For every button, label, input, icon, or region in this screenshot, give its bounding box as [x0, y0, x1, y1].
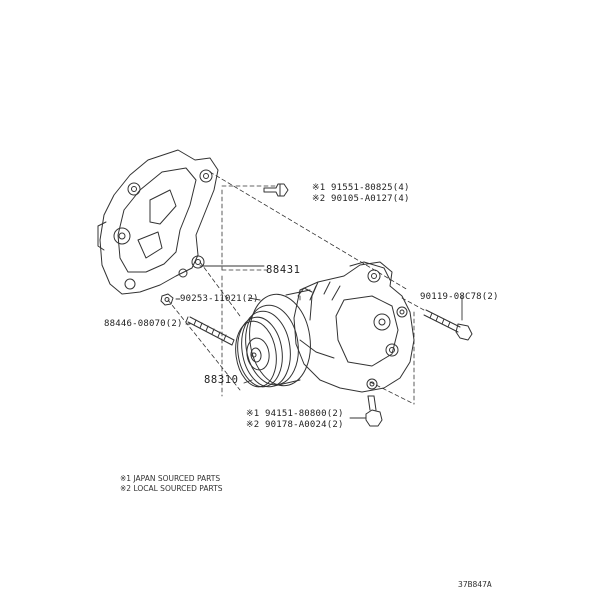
part-label-bolt-top-local: ※2 90105-A0127(4)	[312, 194, 410, 204]
part-label-bracket: 88431	[266, 264, 301, 276]
bolt-bottom-illustration	[365, 395, 383, 427]
projection-lines	[167, 171, 425, 405]
part-label-stud: 88446-08070(2)	[104, 319, 183, 329]
compressor-illustration	[235, 261, 415, 393]
stud-illustration	[185, 316, 235, 346]
part-label-bolt-right: 90119-08C78(2)	[420, 292, 499, 302]
bolt-top-illustration	[263, 183, 289, 197]
part-label-bolt-top-japan: ※1 91551-80825(4)	[312, 183, 410, 193]
bracket-illustration	[97, 149, 219, 295]
legend-local-sourced: ※2 LOCAL SOURCED PARTS	[120, 484, 223, 493]
part-label-compressor: 88310	[204, 374, 239, 386]
legend-japan-sourced: ※1 JAPAN SOURCED PARTS	[120, 474, 221, 483]
part-label-bolt-bottom-local: ※2 90178-A0024(2)	[246, 420, 344, 430]
part-label-nut: 90253-11021(2)	[180, 294, 259, 304]
illustration-code: 37B847A	[458, 580, 492, 589]
leader-lines	[175, 265, 463, 419]
bolt-right-illustration	[423, 309, 473, 341]
nut-illustration	[160, 293, 174, 306]
part-label-bolt-bottom-japan: ※1 94151-80800(2)	[246, 409, 344, 419]
